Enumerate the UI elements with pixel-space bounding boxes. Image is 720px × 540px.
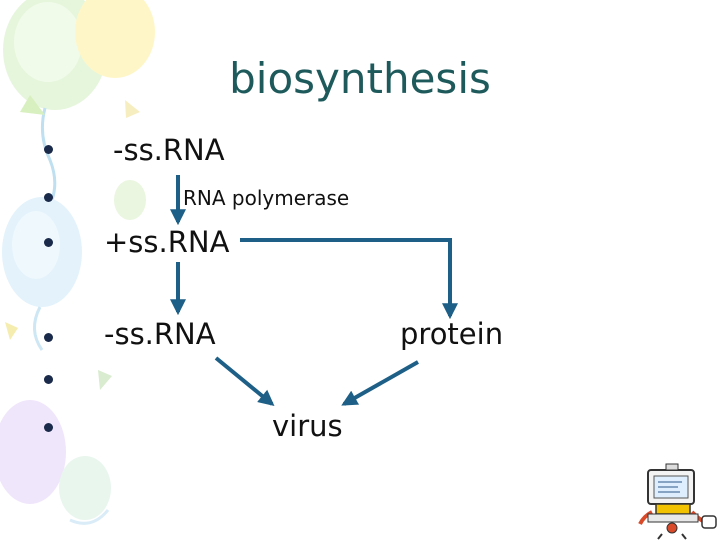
bullet-2: [44, 193, 53, 202]
node-neg-ssrna-top: -ss.RNA: [113, 133, 225, 167]
slide-title: biosynthesis: [229, 54, 491, 103]
arrow-pos-to-protein: [240, 238, 458, 320]
computer-cartoon-icon: [638, 463, 717, 540]
bullet-3: [44, 238, 53, 247]
node-virus: virus: [272, 409, 343, 443]
bullet-1: [44, 145, 53, 154]
node-protein: protein: [400, 317, 504, 351]
bullet-4: [44, 333, 53, 342]
node-neg-ssrna-bottom: -ss.RNA: [104, 317, 216, 351]
bullet-5: [44, 375, 53, 384]
node-rna-polymerase: RNA polymerase: [183, 186, 350, 210]
bullet-6: [44, 423, 53, 432]
node-pos-ssrna: +ss.RNA: [104, 225, 230, 259]
arrow-neg-to-virus: [214, 356, 275, 407]
arrow-protein-to-virus: [341, 360, 419, 406]
